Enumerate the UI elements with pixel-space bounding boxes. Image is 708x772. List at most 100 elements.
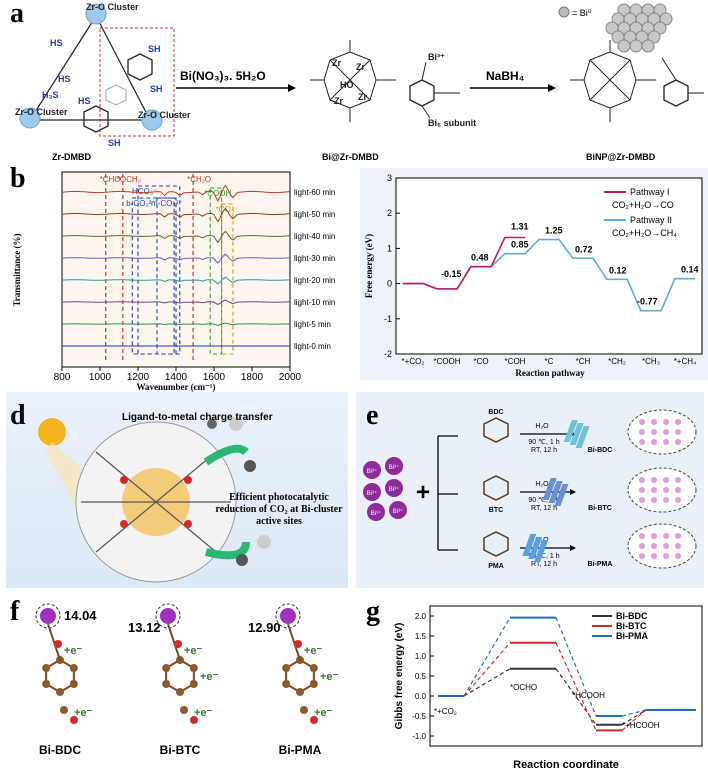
reaction-arrow-top: [203, 444, 249, 466]
bi-ion-label: Bi³⁺: [393, 508, 404, 515]
crystal-structure-zoom: [627, 467, 697, 513]
panel-g-xlabel: Reaction coordinate: [513, 759, 619, 771]
sh-label-3: SH: [108, 138, 121, 148]
bi-atom-highlight: [155, 603, 181, 629]
panel-a-figure: Zr-O Cluster Zr-O Cluster Zr-O Cluster H…: [15, 2, 704, 162]
c-x-tick-label: *COH: [505, 357, 526, 366]
sh-label-1: SH: [148, 44, 161, 54]
g-state-label: *+CO₂: [434, 707, 457, 716]
zr-cluster-left: [19, 107, 41, 129]
panel-b-ylabel: Transmittance (%): [12, 233, 22, 306]
bi-atom-highlight: [35, 603, 61, 629]
ftir-series-label: light-0 min: [294, 342, 331, 351]
oxygen-atom: [294, 640, 302, 648]
bi-atom: [40, 608, 56, 624]
cond-solvent: H₂O: [535, 481, 549, 488]
product-name: Bi-PMA: [588, 561, 613, 568]
c-value-label: -0.15: [441, 269, 462, 279]
panel-b-label: b: [10, 163, 26, 194]
ch4-molecule: [257, 535, 271, 549]
panel-b-ftir-chart: *CHO*OCH₃*CH₂O*COOHHCO₃⁻b-CO₃²⁻m-CO₃²⁻*C…: [12, 171, 335, 392]
cond-temp: 90 ℃, 1 h: [528, 497, 559, 504]
bi-ion-sphere: [367, 503, 385, 521]
crystal-rod: [528, 537, 543, 559]
carbon-atom: [189, 680, 198, 688]
ftir-x-tick-label: 1000: [89, 372, 112, 383]
ftir-annotation: *CHO: [100, 175, 121, 184]
crystal-structure-zoom: [627, 409, 697, 455]
sh-label-2: SH: [150, 84, 163, 94]
zr-cluster-top: [85, 3, 107, 25]
bi-ion-label: Bi³⁺: [371, 510, 382, 517]
electron-label: +e⁻: [304, 645, 323, 657]
electron-label: +e⁻: [320, 671, 339, 683]
linker-name: BTC: [489, 507, 503, 514]
electron-label: +e⁻: [314, 707, 333, 719]
bader-charge-value: 14.04: [64, 608, 97, 623]
ftir-series-label: light-40 min: [294, 232, 335, 241]
bi-ion-sphere: [363, 483, 381, 501]
c-legend-name: Pathway I: [630, 187, 670, 197]
bi-ion-sphere: [389, 501, 407, 519]
panel-c-ylabel: Free energy (eV): [364, 234, 374, 298]
bi-atom: [280, 608, 296, 624]
panel-b-xlabel: Wavenumber (cm⁻¹): [136, 382, 215, 392]
electron-label: +e⁻: [200, 671, 219, 683]
ftir-curve: [61, 184, 291, 202]
panel-d-text-1: Ligand-to-metal charge transfer: [122, 412, 273, 423]
linker-molecule: [483, 531, 509, 557]
carbon-atom: [42, 680, 51, 688]
svg-text:Zr: Zr: [332, 58, 341, 68]
c-y-tick-label: -2: [384, 349, 392, 359]
carbon-atom: [42, 664, 51, 672]
ftir-series-label: light-30 min: [294, 254, 335, 263]
crystal-rod: [569, 423, 584, 445]
reagent-1: Bi(NO₃)₃. 5H₂O: [180, 69, 266, 83]
bi-ion-label: Bi³⁺: [389, 486, 400, 493]
bi0-legend-text: = Bi⁰: [572, 8, 592, 18]
svg-text:Zr: Zr: [356, 62, 365, 72]
c-legend-reaction: CO₂+H₂O→CO: [612, 200, 674, 210]
ftir-x-tick-label: 1400: [165, 372, 188, 383]
crystal-rod: [563, 420, 578, 442]
bi-atom-highlight: [275, 603, 301, 629]
ftir-curve: [61, 253, 291, 264]
linker-molecule: [483, 475, 509, 501]
product-name: Bi-BDC: [588, 447, 613, 454]
bi-atom: [629, 39, 643, 53]
g-state-label: *+HCOOH: [622, 721, 660, 730]
ftir-x-tick-label: 1800: [241, 372, 264, 383]
co2-molecule-2: [244, 460, 256, 472]
cond-rt: RT, 12 h: [531, 561, 557, 568]
zr-dmbd-framework: [19, 3, 175, 137]
panel-g-label: g: [366, 596, 380, 627]
ftir-annotation: *OCH₃: [117, 175, 141, 184]
ftir-series-label: light-10 min: [294, 298, 335, 307]
crystal-rod: [534, 540, 549, 562]
bi0-legend-sphere: [558, 6, 570, 18]
electron-label: +e⁻: [184, 645, 203, 657]
carbon-atom: [69, 680, 78, 688]
crystal-structure-zoom: [627, 523, 697, 569]
panel-g-ylabel: Gibbs free energy (eV): [394, 623, 405, 730]
c-y-tick-label: 1: [387, 243, 392, 253]
g-legend-label: Bi-BTC: [616, 621, 647, 631]
ftir-annotation: m-CO₃²⁻: [151, 199, 182, 208]
hs-label-2: HS: [58, 74, 71, 84]
panel-d-illustration: Ligand-to-metal charge transfer Efficien…: [38, 412, 343, 583]
co2-molecule-1: [207, 419, 217, 429]
bi-ion-sphere: [385, 479, 403, 497]
bi-ion-label: Bi³⁺: [367, 490, 378, 497]
carbon-atom: [309, 680, 318, 688]
bi-atom: [647, 30, 661, 44]
oxygen-atom: [54, 640, 62, 648]
linker-molecule: [483, 417, 509, 443]
co2-molecule-3: [236, 554, 248, 566]
ftir-series-label: light-60 min: [294, 188, 335, 197]
g-legend-label: Bi-PMA: [616, 631, 648, 641]
c-value-label: 0.14: [681, 265, 699, 275]
panel-e-label: e: [366, 400, 379, 431]
bi-atom: [653, 3, 667, 17]
c-series-line: [402, 236, 526, 290]
